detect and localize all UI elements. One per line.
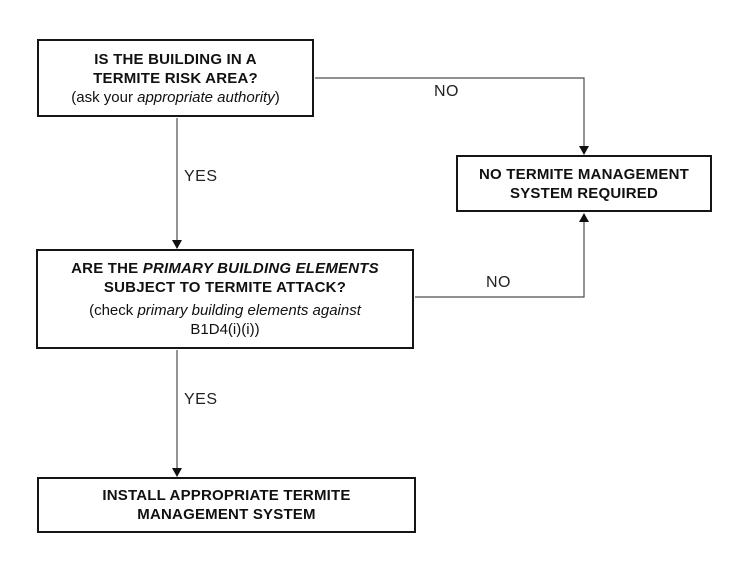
edge-label-yes-1: YES (184, 168, 218, 185)
arrowhead-up-icon (579, 213, 589, 222)
box-text-line: INSTALL APPROPRIATE TERMITE (102, 487, 351, 504)
box-primary-elements-question: ARE THE PRIMARY BUILDING ELEMENTS SUBJECT… (36, 249, 414, 349)
box-text-line: IS THE BUILDING IN A (94, 50, 257, 68)
connector-no-1-line (315, 77, 585, 146)
arrowhead-down-icon (172, 468, 182, 477)
box-text-line: SYSTEM REQUIRED (509, 184, 659, 202)
box-text-line: NO TERMITE MANAGEMENT (478, 165, 690, 183)
box-text-line: (ask your appropriate authority) (71, 88, 280, 106)
box-text-line: MANAGEMENT SYSTEM (137, 506, 316, 523)
box-text-line: B1D4(i)(i)) (190, 321, 260, 338)
edge-label-yes-2: YES (184, 391, 218, 408)
box-text-line: ARE THE PRIMARY BUILDING ELEMENTS (71, 260, 379, 277)
box-install-termite-system: INSTALL APPROPRIATE TERMITE MANAGEMENT SY… (37, 477, 416, 533)
box-text-line: TERMITE RISK AREA? (93, 69, 258, 87)
arrowhead-down-icon (579, 146, 589, 155)
box-text-line: (check primary building elements against (89, 302, 361, 319)
box-text-line: SUBJECT TO TERMITE ATTACK? (103, 279, 347, 296)
connector-no-2-line (415, 222, 585, 298)
arrowhead-down-icon (172, 240, 182, 249)
edge-label-no-2: NO (486, 274, 511, 291)
edge-label-no-1: NO (434, 83, 459, 100)
